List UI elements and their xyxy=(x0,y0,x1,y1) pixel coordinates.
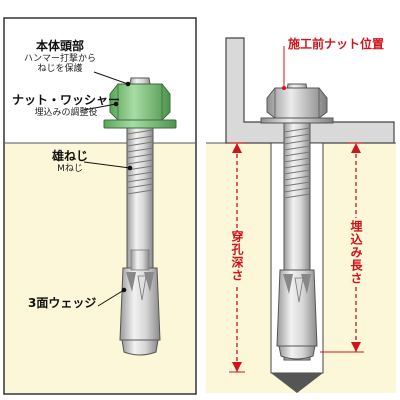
embed-length-arrow xyxy=(320,142,364,353)
nut-label-title: ナット・ワッシャー xyxy=(12,93,121,107)
nut-label-desc: 埋込みの調整役 xyxy=(34,107,98,118)
bolt-tip xyxy=(121,339,159,356)
head-label-desc-1: ハンマー打撃から xyxy=(24,53,97,64)
nut-green xyxy=(109,83,171,121)
wedge-label: 3面ウェッジ xyxy=(28,296,97,311)
head-label-title: 本体頭部 xyxy=(36,39,85,53)
washer-grey xyxy=(260,117,334,124)
thread-label-title: 雄ねじ xyxy=(52,149,89,163)
nut-grey xyxy=(266,87,328,119)
hole-bottom xyxy=(271,373,323,393)
wedge-label-title: 3面ウェッジ xyxy=(28,296,97,310)
drill-depth-label: 穿孔深さ xyxy=(229,228,246,284)
left-leader-lines xyxy=(83,71,133,307)
head-leader-line xyxy=(93,71,129,85)
thread-label: 雄ねじ Mねじ xyxy=(52,149,89,174)
embed-length-label: 埋込み長さ xyxy=(348,218,365,287)
anchor-bolt-right xyxy=(260,83,334,361)
left-panel xyxy=(3,17,197,395)
right-panel xyxy=(206,37,396,393)
wedge-leader-line xyxy=(97,289,125,307)
nut-position-label: 施工前ナット位置 xyxy=(288,37,385,51)
anchor-bolt-left xyxy=(103,77,177,356)
left-concrete-area xyxy=(5,143,195,393)
nut-label: ナット・ワッシャー 埋込みの調整役 xyxy=(12,93,121,118)
nut-leader-line xyxy=(83,103,117,111)
head-label-desc-2: ねじを保護 xyxy=(37,64,83,75)
thread-leader-line xyxy=(83,161,131,169)
head-label: 本体頭部 ハンマー打撃から ねじを保護 xyxy=(24,39,97,75)
washer-green xyxy=(103,119,177,129)
thread-label-desc: Mねじ xyxy=(57,163,83,174)
